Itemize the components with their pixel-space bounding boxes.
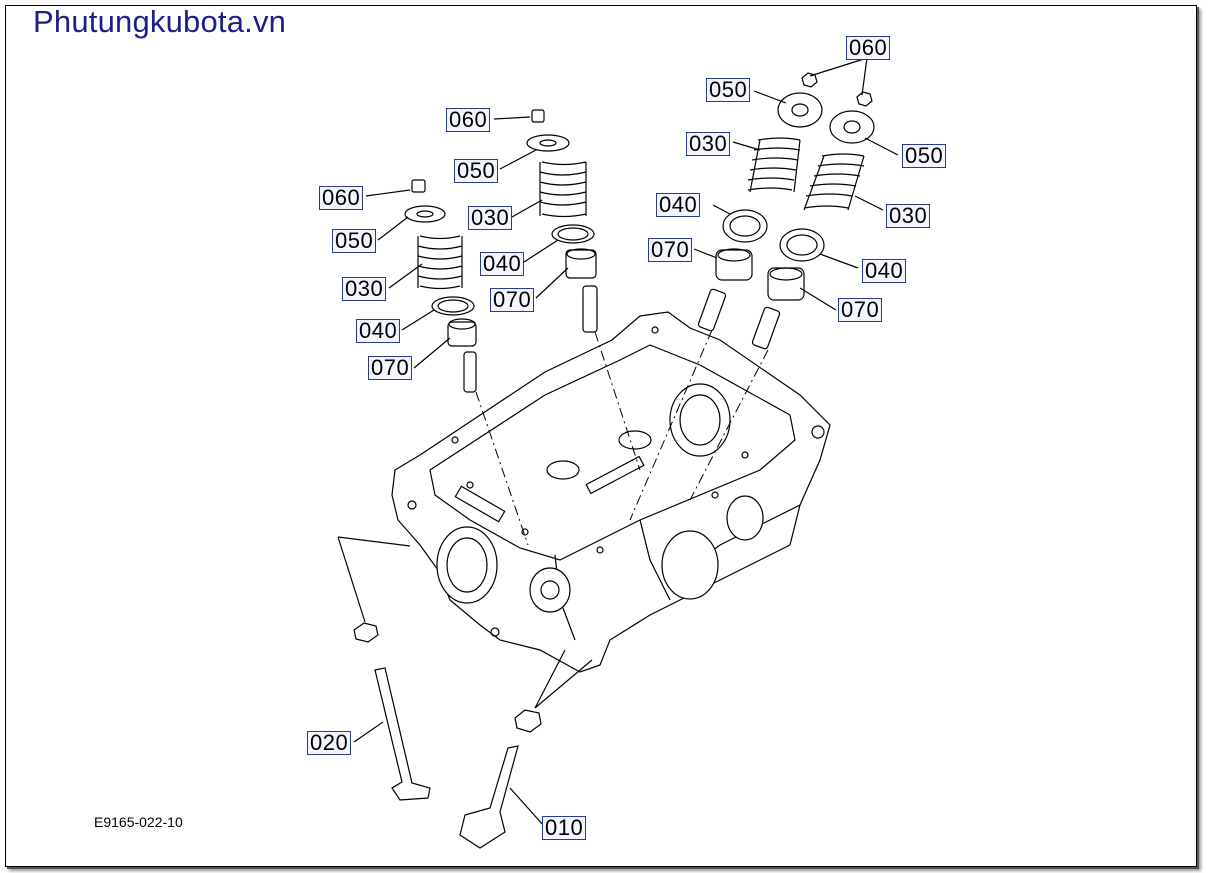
part-label-030[interactable]: 030: [342, 277, 387, 301]
drawing-frame: [5, 5, 1197, 867]
drawing-code: E9165-022-10: [94, 814, 183, 830]
part-label-070[interactable]: 070: [648, 238, 693, 262]
part-label-040[interactable]: 040: [480, 252, 525, 276]
part-label-070[interactable]: 070: [368, 356, 413, 380]
part-label-060[interactable]: 060: [446, 108, 491, 132]
part-label-050[interactable]: 050: [902, 144, 947, 168]
right-rear-valve-stack: [751, 91, 875, 350]
part-label-060[interactable]: 060: [319, 186, 364, 210]
cylinder-head: [391, 311, 831, 673]
part-label-050[interactable]: 050: [332, 229, 377, 253]
part-label-030[interactable]: 030: [886, 204, 931, 228]
part-label-040[interactable]: 040: [862, 259, 907, 283]
lower-valves: [337, 536, 593, 849]
part-label-030[interactable]: 030: [686, 132, 731, 156]
brand-watermark: Phutungkubota.vn: [33, 4, 287, 39]
part-label-070[interactable]: 070: [490, 288, 535, 312]
part-label-070[interactable]: 070: [838, 298, 883, 322]
part-label-050[interactable]: 050: [454, 159, 499, 183]
middle-valve-stack: [526, 109, 598, 333]
part-label-010[interactable]: 010: [542, 816, 587, 840]
right-front-valve-stack: [697, 72, 823, 332]
part-label-050[interactable]: 050: [706, 78, 751, 102]
part-label-040[interactable]: 040: [356, 319, 401, 343]
axis-lines: [475, 329, 769, 546]
left-valve-stack: [404, 179, 477, 393]
part-label-060[interactable]: 060: [846, 36, 891, 60]
leader-lines: [353, 57, 899, 827]
part-label-020[interactable]: 020: [307, 731, 352, 755]
part-label-040[interactable]: 040: [656, 193, 701, 217]
part-label-030[interactable]: 030: [468, 206, 513, 230]
